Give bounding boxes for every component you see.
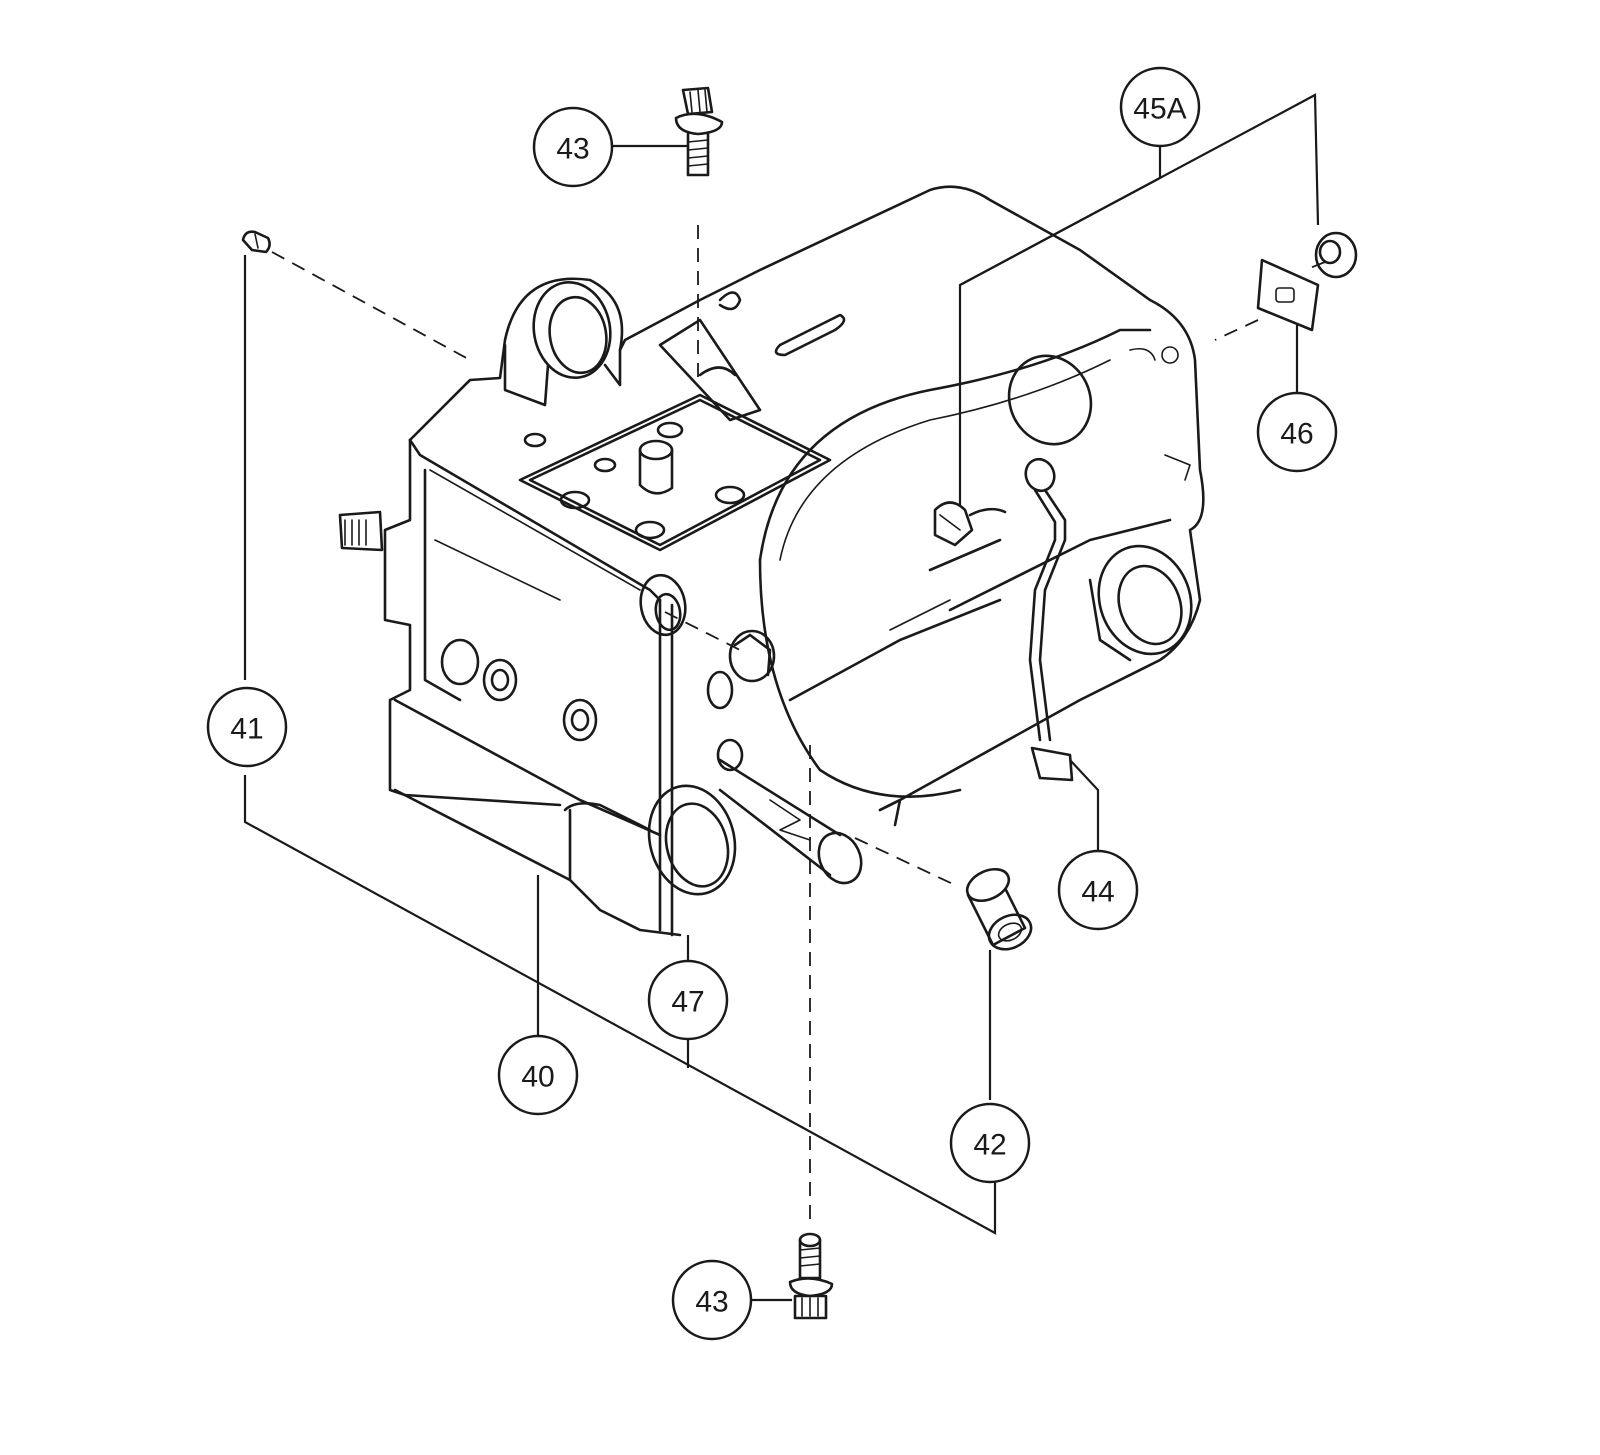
callout-41: 41 <box>206 686 288 768</box>
crankcase-housing-icon <box>338 185 1205 937</box>
callout-44: 44 <box>1057 849 1139 931</box>
plug-icon <box>241 230 271 254</box>
dash-45a-seal <box>1304 261 1326 271</box>
dash-47 <box>664 611 741 651</box>
callout-40-label: 40 <box>521 1061 554 1094</box>
dash-42 <box>854 837 956 886</box>
terminal-icon <box>933 501 1007 547</box>
bolt-icon <box>674 86 724 177</box>
callout-46: 46 <box>1256 391 1338 473</box>
leader-41-dash <box>271 251 471 361</box>
leader-45a-right <box>959 93 1320 286</box>
bolt-icon <box>788 1232 834 1320</box>
seal-ring-icon <box>1314 231 1358 279</box>
callout-41-label: 41 <box>230 713 263 746</box>
callout-45a: 45A <box>1119 66 1201 148</box>
callout-46-label: 46 <box>1280 418 1313 451</box>
callout-43-bottom: 43 <box>671 1259 753 1341</box>
callout-40: 40 <box>497 1034 579 1116</box>
ground-wire-icon <box>1024 457 1074 782</box>
callout-45a-label: 45A <box>1133 93 1186 126</box>
leader-44 <box>1069 759 1100 850</box>
bushing-icon <box>965 867 1033 951</box>
callout-43-top: 43 <box>532 106 614 188</box>
callout-43-top-label: 43 <box>556 133 589 166</box>
leader-41-base <box>243 775 997 1235</box>
callout-47-label: 47 <box>671 986 704 1019</box>
callout-42: 42 <box>949 1102 1031 1184</box>
callout-42-label: 42 <box>973 1129 1006 1162</box>
callout-44-label: 44 <box>1081 876 1114 909</box>
callout-43-bottom-label: 43 <box>695 1286 728 1319</box>
dash-46 <box>1214 319 1259 341</box>
gasket-plate-icon <box>1256 258 1320 332</box>
callout-47: 47 <box>647 959 729 1041</box>
